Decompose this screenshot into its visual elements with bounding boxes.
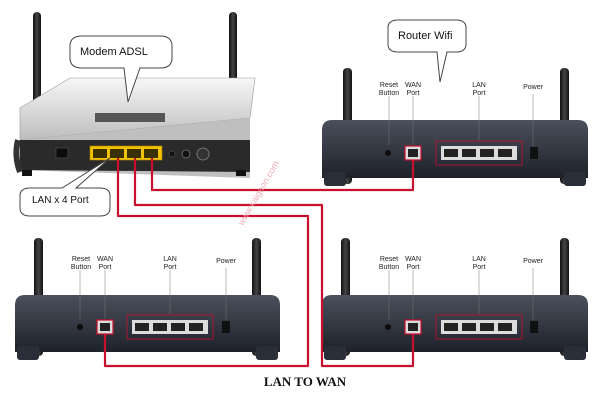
modem-adsl-label: Modem ADSL [80,46,148,58]
modem-power-switch [196,147,210,161]
cable-to-top-right-router [150,158,415,192]
power-port [530,147,538,159]
power-label: Power [523,84,543,91]
diagram-caption: LAN TO WAN [263,374,347,389]
power-port [530,321,538,333]
modem-adsl [13,12,256,178]
router-wifi-label: Router Wifi [398,30,453,42]
power-label: Power [216,258,236,265]
router-callout-bubble [387,19,467,83]
power-label: Power [523,258,543,265]
router-bottom-right [322,238,588,360]
power-port [222,321,230,333]
modem-left-antenna [33,12,41,120]
modem-callout-bubble [69,35,173,103]
cables [103,158,415,368]
cable-to-bottom-left-router [103,158,310,368]
modem-dsl-port [55,147,69,159]
router-bottom-left [15,238,280,360]
lan-callout-bubble [19,157,111,217]
modem-logo [95,113,165,122]
router-top-right [322,68,588,186]
lan-x4-port-label: LAN x 4 Port [32,195,89,206]
cable-to-bottom-right-router [133,158,415,368]
